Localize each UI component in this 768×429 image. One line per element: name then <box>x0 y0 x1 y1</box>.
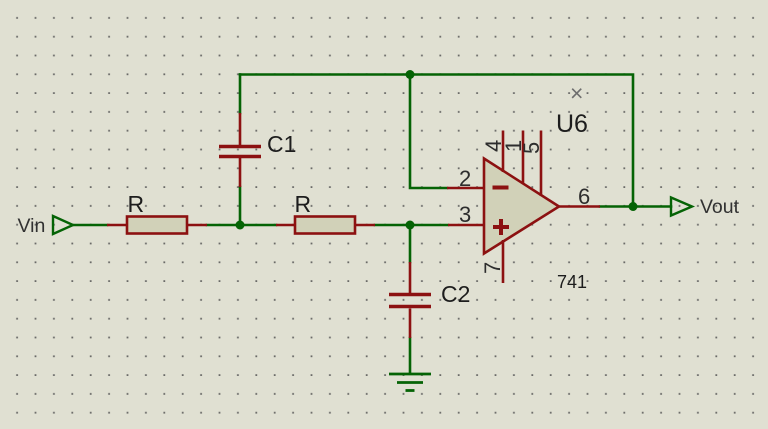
pin2-number: 2 <box>459 166 471 191</box>
ground-symbol[interactable] <box>389 372 431 392</box>
r2-label: R <box>295 191 312 217</box>
capacitor-c1[interactable] <box>219 144 261 159</box>
junction-c2-main <box>405 220 415 230</box>
opamp-u6[interactable] <box>482 130 562 284</box>
opamp-value-label: 741 <box>557 272 587 292</box>
pin1-number: 1 <box>501 140 526 152</box>
opamp-ref-label: U6 <box>556 110 588 138</box>
pin4-number: 4 <box>481 140 506 152</box>
wire-feedback-to-pin2[interactable] <box>408 73 449 190</box>
c1-label: C1 <box>267 131 296 157</box>
resistor-r2-body[interactable] <box>293 215 357 235</box>
capacitor-c2[interactable] <box>389 292 431 309</box>
opamp-exclude-marker: × <box>570 80 583 106</box>
vout-label: Vout <box>700 196 740 218</box>
r1-label: R <box>128 191 145 217</box>
pin7-number: 7 <box>480 262 505 274</box>
junction-output <box>628 202 638 211</box>
pin5-number: 5 <box>519 142 544 154</box>
pin3-number: 3 <box>459 202 471 227</box>
junction-c1-main <box>235 220 245 230</box>
input-terminal-symbol[interactable] <box>51 214 76 236</box>
vin-label: Vin <box>18 215 46 237</box>
c2-label: C2 <box>441 281 470 307</box>
noninverting-input-symbol <box>493 219 509 235</box>
resistor-r1-body[interactable] <box>125 215 189 235</box>
output-terminal-symbol[interactable] <box>669 195 696 218</box>
wire-feedback-top[interactable] <box>238 73 635 208</box>
junction-feedback <box>405 70 415 79</box>
pin6-number: 6 <box>578 184 590 209</box>
